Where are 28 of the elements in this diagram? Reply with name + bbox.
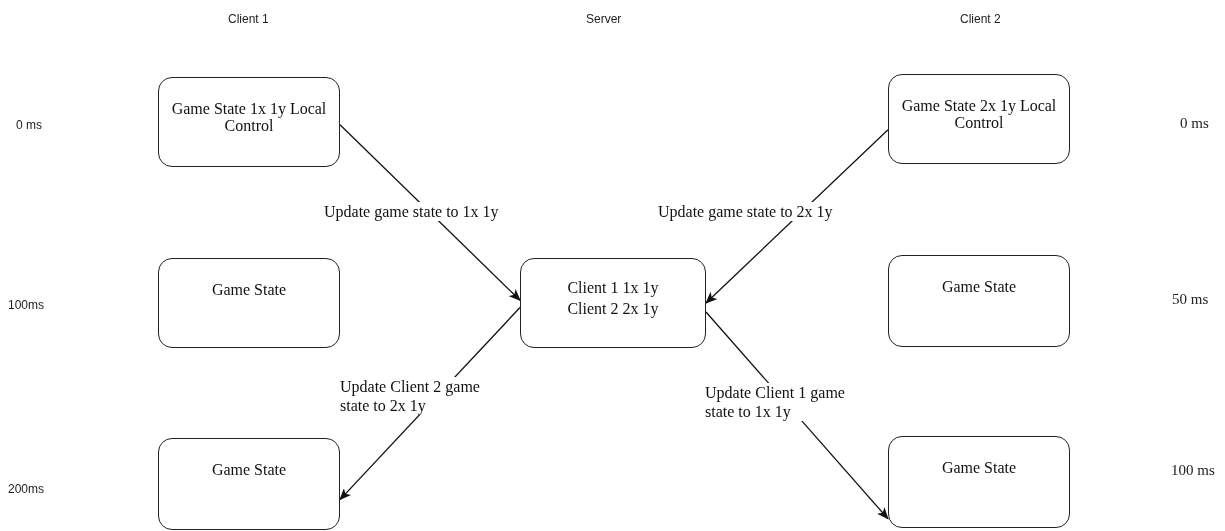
arrow <box>705 129 889 304</box>
time-label: 200ms <box>8 482 45 496</box>
time-label: 0 ms <box>1180 115 1209 132</box>
state-box <box>158 77 340 167</box>
state-box <box>888 436 1070 528</box>
node-text: Game State <box>211 461 287 478</box>
state-box <box>520 258 706 348</box>
node-text: Game State <box>941 278 1017 295</box>
column-heading: Client 2 <box>960 12 1001 26</box>
node-text: Game State 1x 1y Local Control <box>170 100 328 134</box>
edge-label: Update game state to 2x 1y <box>656 202 835 221</box>
edge-label: Update game state to 1x 1y <box>322 202 501 221</box>
state-box <box>888 74 1070 164</box>
time-label: 0 ms <box>16 118 42 132</box>
column-heading: Client 1 <box>228 12 269 26</box>
state-box <box>888 255 1070 347</box>
column-heading: Server <box>586 12 622 26</box>
node-text: Game State 2x 1y Local Control <box>900 97 1058 131</box>
node-text: Client 1 1x 1y <box>567 279 659 296</box>
node-text: Game State <box>211 281 287 298</box>
state-box <box>158 438 340 530</box>
time-label: 50 ms <box>1172 291 1209 308</box>
time-label: 100ms <box>8 298 45 312</box>
arrow <box>339 124 521 301</box>
node-text: Game State <box>941 459 1017 476</box>
node-text: Client 2 2x 1y <box>567 300 659 317</box>
state-box <box>158 258 340 348</box>
time-label: 100 ms <box>1171 462 1215 479</box>
